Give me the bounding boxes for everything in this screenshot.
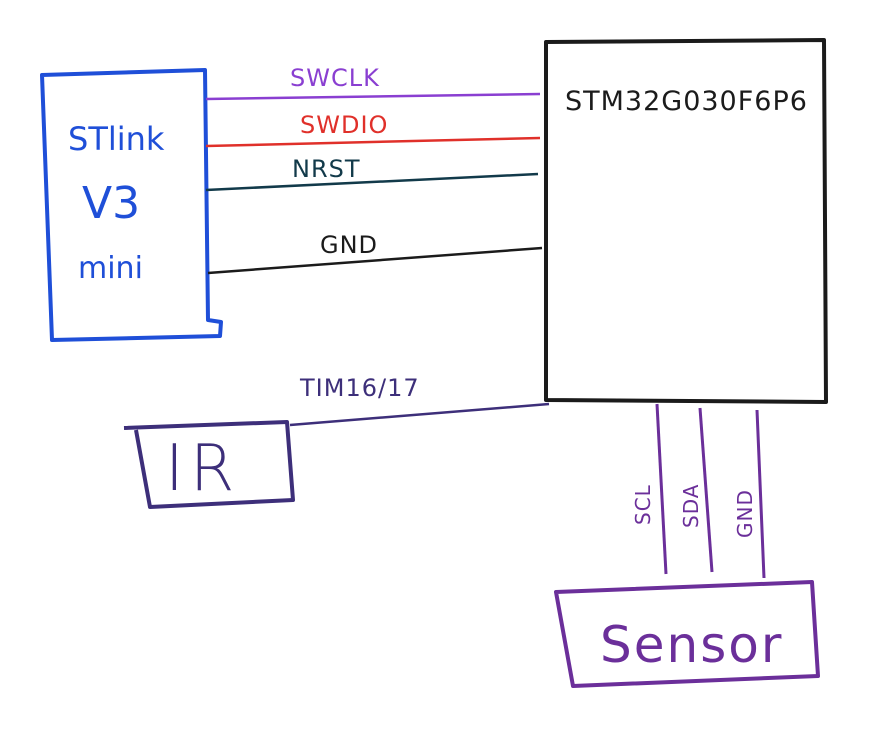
bus-gnd-wire: [755, 409, 766, 579]
swclk-label: SWCLK: [290, 64, 380, 92]
bus-gnd-label: GND: [733, 489, 757, 538]
nrst-wire: [205, 172, 539, 192]
swdio-label: SWDIO: [300, 111, 388, 139]
stlink-label-line3: mini: [78, 251, 143, 286]
sensor-label: Sensor: [600, 616, 783, 674]
stlink-box: [40, 68, 223, 342]
swdio-wire: [205, 136, 541, 148]
sensor-box: [554, 580, 820, 688]
mcu-label: STM32G030F6P6: [565, 86, 808, 117]
ir-box: [123, 420, 295, 509]
mcu-box: [544, 38, 828, 404]
nrst-label: NRST: [292, 155, 361, 183]
scl-wire: [655, 403, 668, 575]
sda-wire: [698, 407, 714, 573]
tim-wire: [289, 402, 550, 427]
ir-label: IR: [165, 432, 240, 506]
swclk-wire: [205, 92, 541, 101]
stlink-label-line1: STlink: [68, 120, 165, 158]
gnd-label: GND: [320, 231, 378, 259]
sda-label: SDA: [679, 484, 703, 528]
scl-label: SCL: [631, 484, 655, 525]
gnd-wire: [207, 246, 543, 275]
tim-label: TIM16/17: [299, 374, 420, 402]
stlink-label-line2: V3: [82, 178, 140, 229]
